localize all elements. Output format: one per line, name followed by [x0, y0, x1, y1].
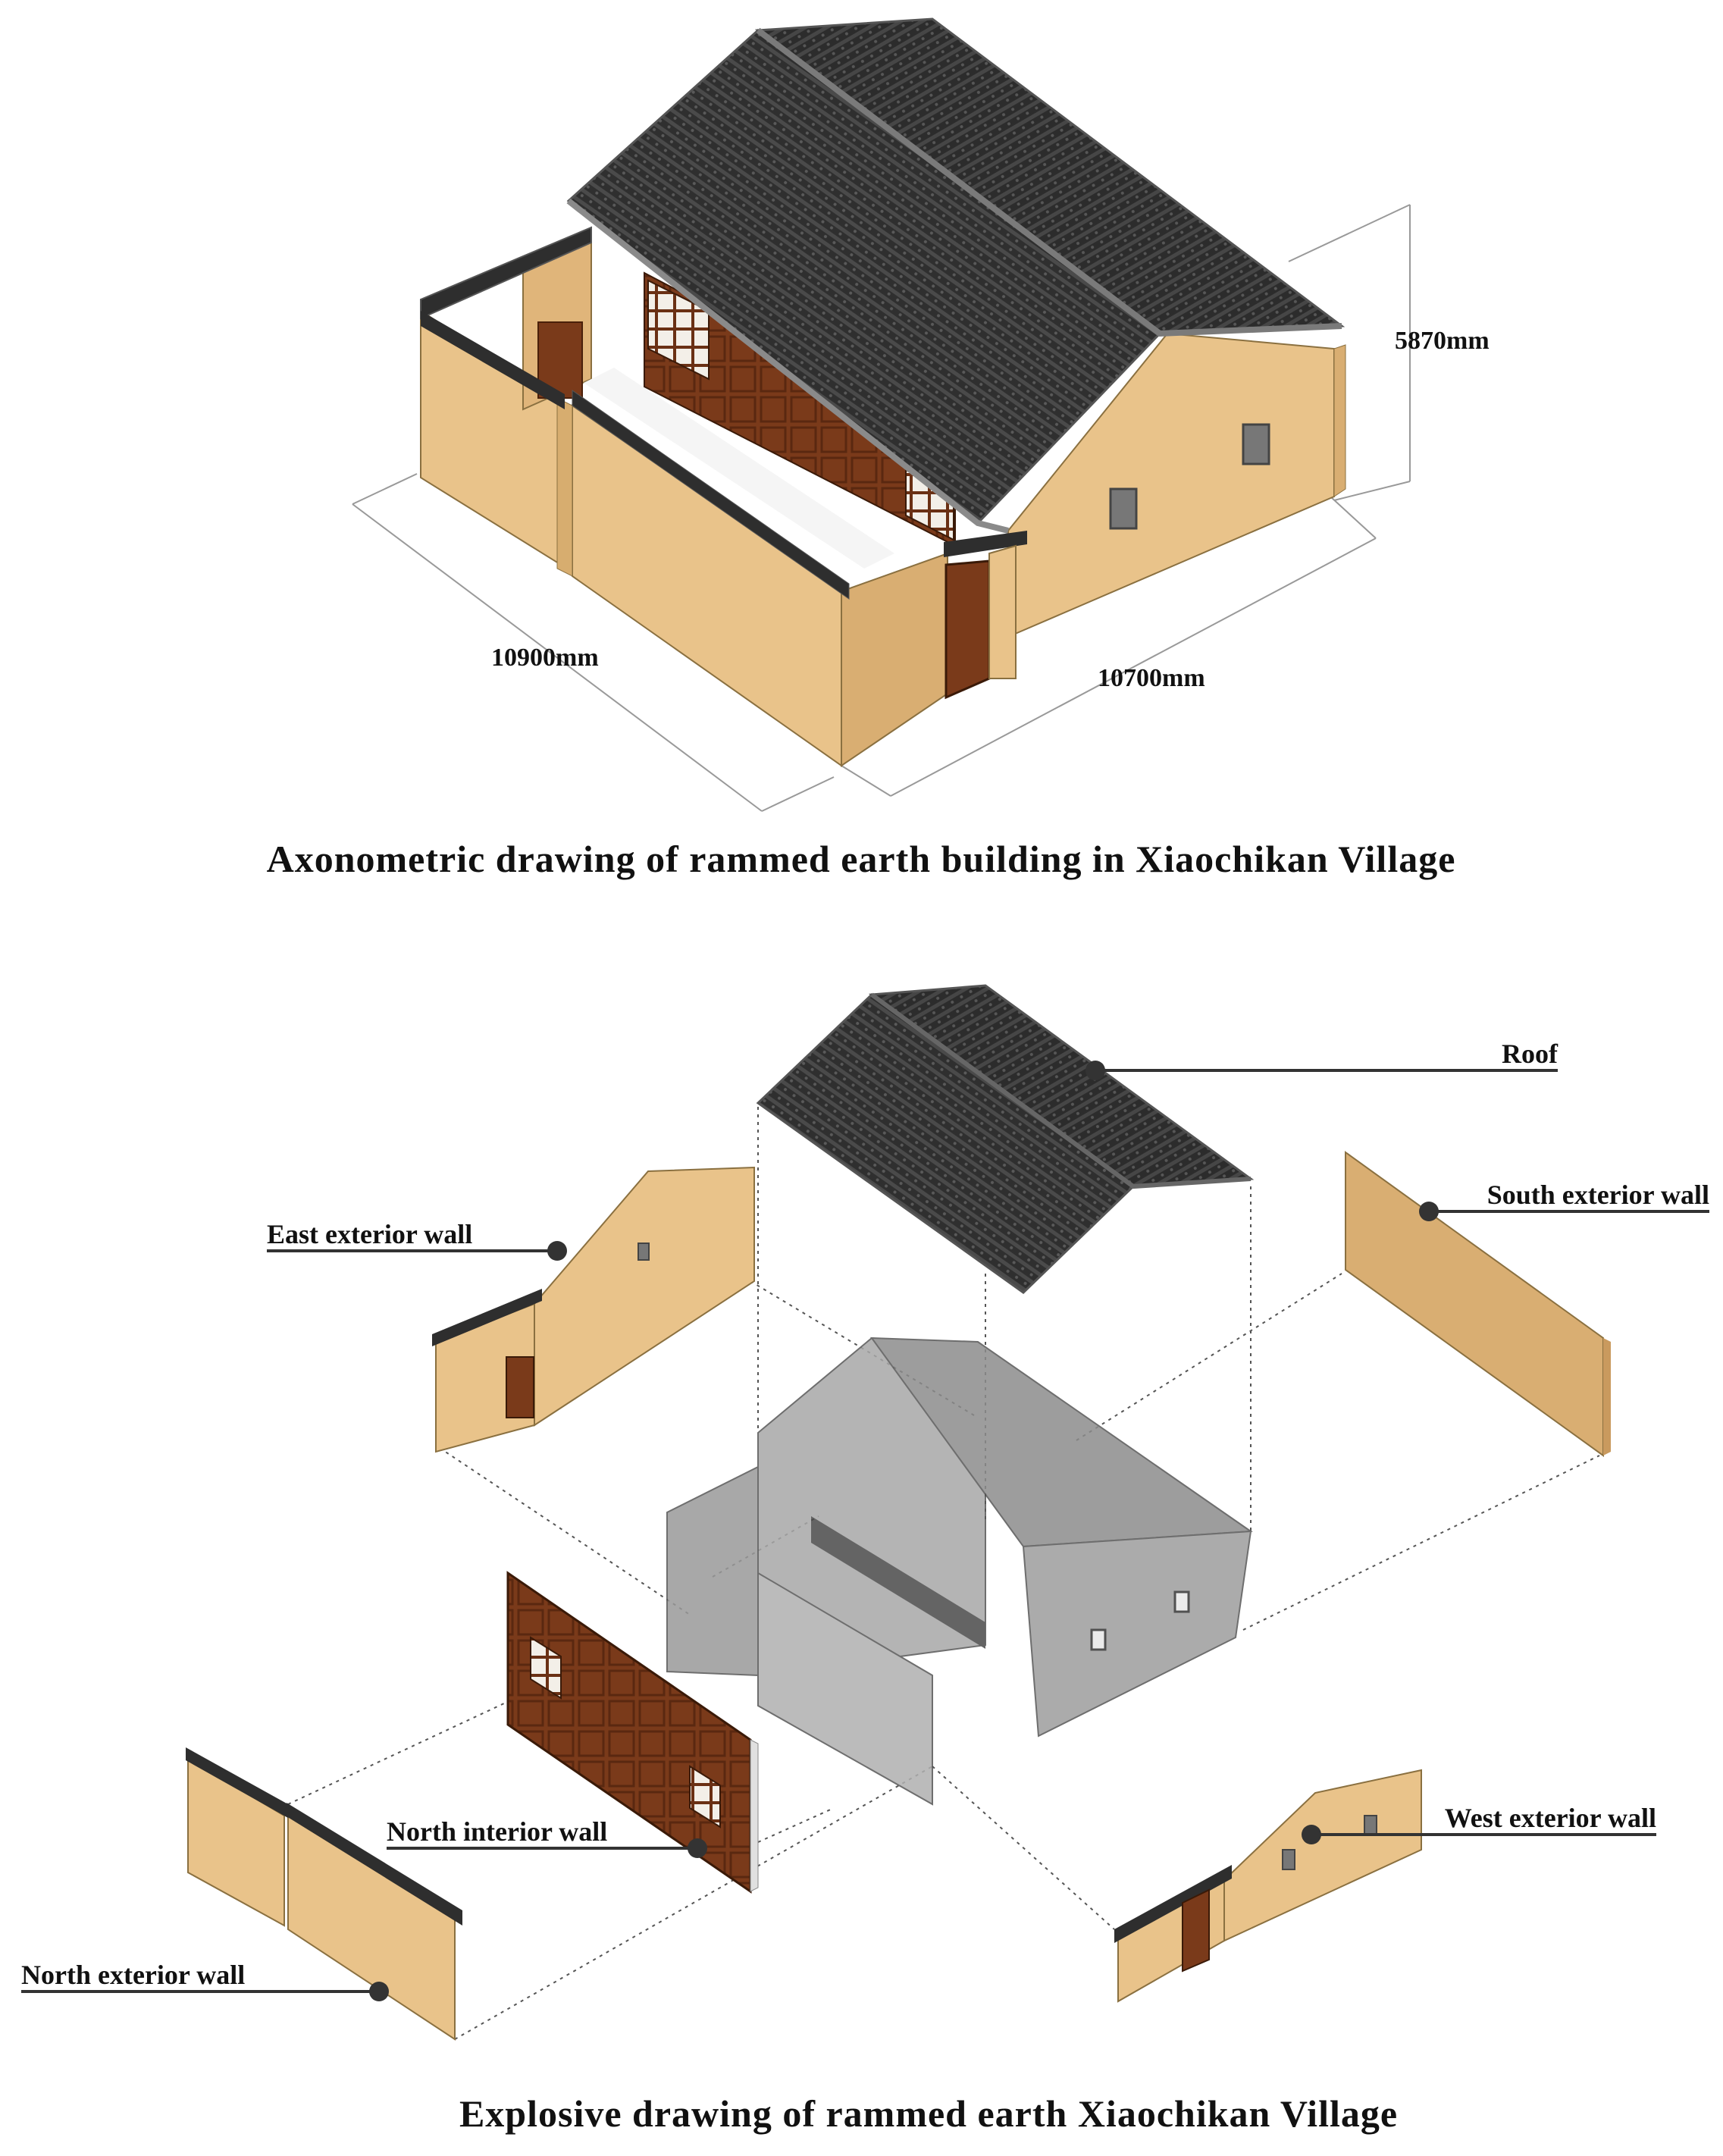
entrance-door	[945, 559, 991, 700]
gable-wall-edge	[1333, 344, 1346, 497]
front-wall-coping	[421, 311, 565, 409]
front-wall-end	[841, 552, 948, 767]
leader-dots	[369, 1061, 1439, 2001]
west-wall-coping	[1114, 1865, 1232, 1943]
top-caption: Axonometric drawing of rammed earth buil…	[267, 838, 1456, 880]
front-wall-coping	[944, 531, 1027, 557]
courtyard-floor	[584, 368, 894, 569]
window-icon	[1364, 1815, 1377, 1836]
label-north-interior-wall: North interior wall	[387, 1816, 607, 1847]
window-icon	[638, 1243, 650, 1261]
roof-eave	[566, 198, 1009, 534]
lattice-window	[647, 279, 710, 381]
label-north-exterior-wall: North exterior wall	[21, 1960, 245, 1990]
label-roof: Roof	[1502, 1039, 1559, 1069]
east-wall-gable	[534, 1166, 755, 1427]
exploded-drawing: Roof East exterior wall South exterior w…	[21, 984, 1709, 2135]
entrance-frame	[988, 544, 1017, 679]
north-wall-coping	[186, 1747, 288, 1818]
east-wall-coping	[432, 1289, 542, 1346]
north-interior-wall-edge	[750, 1739, 759, 1892]
lattice-window	[530, 1636, 562, 1700]
front-wall-pier	[556, 397, 573, 577]
label-south-exterior-wall: South exterior wall	[1487, 1180, 1709, 1210]
window-icon	[1109, 487, 1138, 530]
bottom-caption: Explosive drawing of rammed earth Xiaoch…	[459, 2092, 1398, 2135]
window-icon	[1242, 423, 1270, 465]
front-wall-coping	[572, 390, 850, 600]
dimension-width-right: 10700mm	[1098, 664, 1205, 692]
west-wall-gable	[1223, 1769, 1422, 1942]
west-wall-door	[1182, 1888, 1210, 1973]
dimension-width-left: 10900mm	[491, 644, 599, 672]
window-icon	[1282, 1849, 1295, 1870]
label-west-exterior-wall: West exterior wall	[1445, 1803, 1656, 1833]
leaders	[21, 1069, 1709, 1993]
axonometric-drawing: 5870mm 10900mm 10700mm Axonometric drawi…	[267, 17, 1490, 880]
lattice-window	[689, 1765, 721, 1829]
ghost-building	[666, 1337, 1253, 1806]
exploded-roof-ridge	[870, 992, 1252, 1189]
dimension-lines	[352, 204, 1411, 812]
label-east-exterior-wall: East exterior wall	[267, 1219, 472, 1249]
roof-ridge	[756, 27, 1342, 337]
south-wall-edge	[1603, 1338, 1611, 1456]
dimension-height: 5870mm	[1395, 327, 1490, 355]
north-wall-coping	[287, 1803, 462, 1926]
east-wall-door	[506, 1356, 534, 1418]
